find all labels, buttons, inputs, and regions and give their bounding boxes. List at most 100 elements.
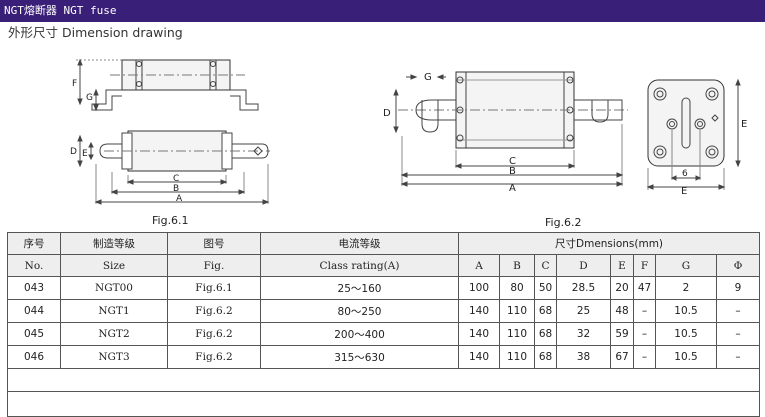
cell-g: 10.5 <box>655 322 717 346</box>
title-bar: NGT熔断器 NGT fuse <box>0 0 765 22</box>
cell-d: 28.5 <box>556 276 611 300</box>
cell-b: 110 <box>499 299 535 323</box>
fig2-label-b: B <box>509 166 516 177</box>
empty-cell <box>6 368 761 392</box>
fig1-label-g: G <box>86 93 93 103</box>
cell-fig: Fig.6.2 <box>167 322 261 346</box>
cell-g: 2 <box>655 276 717 300</box>
cell-rating: 25～160 <box>260 276 459 300</box>
spec-table: 序号 制造等级 图号 电流等级 尺寸Dmensions(mm) No. Size… <box>6 232 761 417</box>
col-a: A <box>458 254 500 277</box>
cell-f: – <box>633 345 656 369</box>
cell-c: 68 <box>534 299 557 323</box>
cell-d: 25 <box>556 299 611 323</box>
col-size-en: Size <box>60 254 168 277</box>
cell-fig: Fig.6.1 <box>167 276 261 300</box>
cell-f: – <box>633 322 656 346</box>
fig2-label-f-small: 6 <box>682 169 688 179</box>
fig2-label-a: A <box>509 183 516 194</box>
col-d: D <box>556 254 611 277</box>
section-subtitle: 外形尺寸 Dimension drawing <box>8 25 183 40</box>
cell-a: 140 <box>458 322 500 346</box>
cell-d: 38 <box>556 345 611 369</box>
cell-rating: 200～400 <box>260 322 459 346</box>
cell-g: 10.5 <box>655 345 717 369</box>
fig1-label-a: A <box>176 194 183 204</box>
col-phi: Φ <box>715 254 761 277</box>
cell-b: 80 <box>499 276 535 300</box>
fig2-end-view <box>646 78 741 190</box>
fig1-label-e: E <box>82 149 88 159</box>
cell-c: 68 <box>534 345 557 369</box>
table-header-row-en: No. Size Fig. Class rating(A) A B C D E … <box>7 254 761 277</box>
page-title: NGT熔断器 NGT fuse <box>4 4 117 17</box>
cell-rating: 80～250 <box>260 299 459 323</box>
fig2-front-view <box>393 71 628 187</box>
cell-b: 110 <box>499 345 535 369</box>
cell-size: NGT00 <box>60 276 168 300</box>
cell-no: 044 <box>7 299 61 323</box>
col-c: C <box>534 254 557 277</box>
fig1-label-d: D <box>70 147 77 157</box>
cell-a: 140 <box>458 345 500 369</box>
cell-size: NGT3 <box>60 345 168 369</box>
col-f: F <box>633 254 656 277</box>
col-no-en: No. <box>7 254 61 277</box>
cell-e: 67 <box>610 345 634 369</box>
cell-a: 140 <box>458 299 500 323</box>
cell-d: 32 <box>556 322 611 346</box>
fig2-label-g: G <box>424 72 432 83</box>
cell-fig: Fig.6.2 <box>167 299 261 323</box>
cell-c: 68 <box>534 322 557 346</box>
fig2-label-e-bottom: E <box>681 186 687 197</box>
cell-size: NGT2 <box>60 322 168 346</box>
cell-no: 046 <box>7 345 61 369</box>
cell-g: 10.5 <box>655 299 717 323</box>
cell-b: 110 <box>499 322 535 346</box>
fig2-label-d: D <box>383 108 391 119</box>
table-row: 043 NGT00 Fig.6.1 25～160 100 80 50 28.5 … <box>7 276 761 300</box>
empty-cell <box>6 391 761 417</box>
cell-no: 045 <box>7 322 61 346</box>
fig1-label-f: F <box>72 79 77 89</box>
fig2-label-e-side: E <box>741 119 747 130</box>
table-header-row-cn: 序号 制造等级 图号 电流等级 尺寸Dmensions(mm) <box>7 232 761 255</box>
col-size-cn: 制造等级 <box>60 232 168 255</box>
cell-fig: Fig.6.2 <box>167 345 261 369</box>
fig1-label-c: C <box>173 174 179 184</box>
cell-e: 59 <box>610 322 634 346</box>
table-empty-row <box>6 368 761 392</box>
fig2-caption: Fig.6.2 <box>545 216 582 229</box>
cell-a: 100 <box>458 276 500 300</box>
cell-no: 043 <box>7 276 61 300</box>
fig1-label-b: B <box>173 184 179 194</box>
fig1-top-view <box>77 130 270 205</box>
table-row: 045 NGT2 Fig.6.2 200～400 140 110 68 32 5… <box>7 322 761 346</box>
fig1-caption: Fig.6.1 <box>152 214 189 227</box>
dimension-drawing: F G <box>0 44 765 232</box>
table-row: 044 NGT1 Fig.6.2 80～250 140 110 68 25 48… <box>7 299 761 323</box>
cell-e: 20 <box>610 276 634 300</box>
cell-phi: – <box>715 345 761 369</box>
col-rating-cn: 电流等级 <box>260 232 459 255</box>
table-empty-row <box>6 391 761 417</box>
col-fig-cn: 图号 <box>167 232 261 255</box>
cell-f: 47 <box>633 276 656 300</box>
cell-rating: 315～630 <box>260 345 459 369</box>
cell-size: NGT1 <box>60 299 168 323</box>
cell-f: – <box>633 299 656 323</box>
cell-phi: – <box>715 322 761 346</box>
col-e: E <box>610 254 634 277</box>
cell-phi: 9 <box>715 276 761 300</box>
col-b: B <box>499 254 535 277</box>
col-dimensions: 尺寸Dmensions(mm) <box>457 232 761 255</box>
cell-c: 50 <box>534 276 557 300</box>
cell-e: 48 <box>610 299 634 323</box>
col-g: G <box>655 254 717 277</box>
fig2-label-c: C <box>509 156 516 167</box>
dimension-drawing-svg: F G <box>70 58 747 229</box>
cell-phi: – <box>715 299 761 323</box>
col-fig-en: Fig. <box>167 254 261 277</box>
fig1-side-view <box>76 58 259 112</box>
